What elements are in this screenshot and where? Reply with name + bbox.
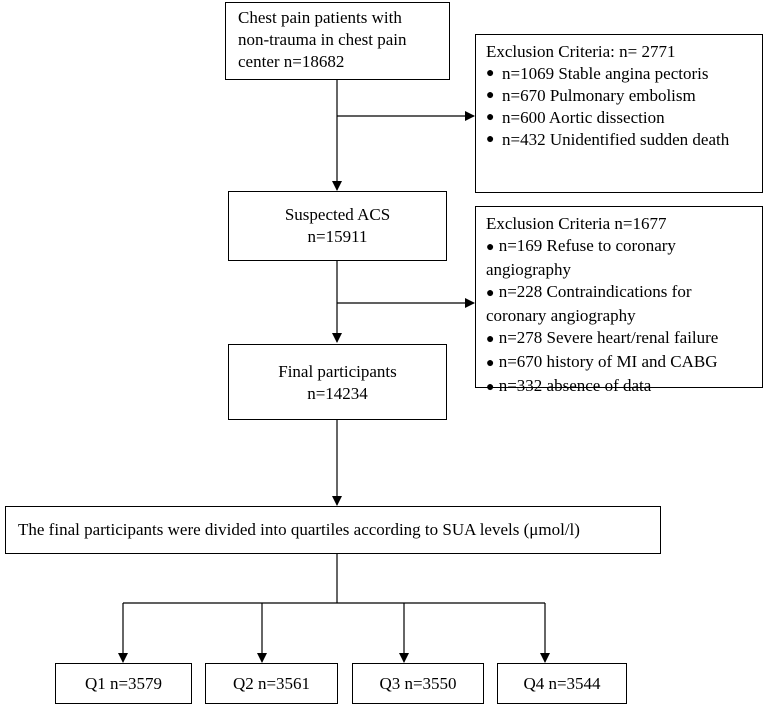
- quartile-division-box: The final participants were divided into…: [5, 506, 661, 554]
- quartile-box-q4: Q4 n=3544: [497, 663, 627, 704]
- exclusion-1-title: Exclusion Criteria: n= 2771: [486, 42, 676, 61]
- exclusion-2-item: ● n=332 absence of data: [486, 376, 652, 395]
- suspected-acs-count: n=15911: [307, 227, 368, 246]
- exclusion-2-item: ● n=228 Contraindications for coronary a…: [486, 282, 692, 325]
- bullet-icon: ●: [486, 286, 495, 301]
- bullet-icon: ●: [486, 332, 495, 347]
- final-participants-count: n=14234: [307, 384, 368, 403]
- suspected-acs-box: Suspected ACS n=15911: [228, 191, 447, 261]
- start-box-line3: center n=18682: [238, 52, 345, 71]
- quartile-q1-label: Q1 n=3579: [84, 674, 163, 693]
- bullet-icon: ●: [486, 88, 495, 103]
- exclusion-1-item: ●n=670 Pulmonary embolism: [486, 86, 696, 105]
- final-participants-title: Final participants: [278, 362, 397, 381]
- quartile-box-q1: Q1 n=3579: [55, 663, 192, 704]
- bullet-icon: ●: [486, 240, 495, 255]
- exclusion-2-title: Exclusion Criteria n=1677: [486, 214, 667, 233]
- final-participants-box: Final participants n=14234: [228, 344, 447, 420]
- quartile-box-q2: Q2 n=3561: [205, 663, 338, 704]
- bullet-icon: ●: [486, 66, 495, 81]
- exclusion-box-2: Exclusion Criteria n=1677 ● n=169 Refuse…: [475, 206, 763, 395]
- quartile-division-text: The final participants were divided into…: [18, 520, 580, 539]
- exclusion-2-item: ● n=670 history of MI and CABG: [486, 352, 718, 371]
- exclusion-2-list: ● n=169 Refuse to coronary angiography ●…: [486, 235, 756, 399]
- exclusion-2-item: ● n=169 Refuse to coronary angiography: [486, 236, 676, 279]
- exclusion-box-1: Exclusion Criteria: n= 2771 ●n=1069 Stab…: [475, 34, 763, 193]
- quartile-q4-label: Q4 n=3544: [523, 674, 601, 693]
- exclusion-1-item: ●n=600 Aortic dissection: [486, 108, 665, 127]
- start-box-line1: Chest pain patients with: [238, 8, 402, 27]
- bullet-icon: ●: [486, 132, 495, 147]
- start-box: Chest pain patients with non-trauma in c…: [225, 2, 450, 80]
- exclusion-2-item: ● n=278 Severe heart/renal failure: [486, 328, 719, 347]
- start-box-line2: non-trauma in chest pain: [238, 30, 407, 49]
- suspected-acs-title: Suspected ACS: [284, 205, 391, 224]
- quartile-q3-label: Q3 n=3550: [379, 674, 457, 693]
- bullet-icon: ●: [486, 110, 495, 125]
- exclusion-1-item: ●n=1069 Stable angina pectoris: [486, 64, 709, 83]
- quartile-box-q3: Q3 n=3550: [352, 663, 484, 704]
- exclusion-1-item: ●n=432 Unidentified sudden death: [486, 130, 730, 149]
- bullet-icon: ●: [486, 356, 495, 371]
- exclusion-1-list: ●n=1069 Stable angina pectoris ●n=670 Pu…: [486, 63, 762, 151]
- bullet-icon: ●: [486, 380, 495, 395]
- quartile-q2-label: Q2 n=3561: [232, 674, 311, 693]
